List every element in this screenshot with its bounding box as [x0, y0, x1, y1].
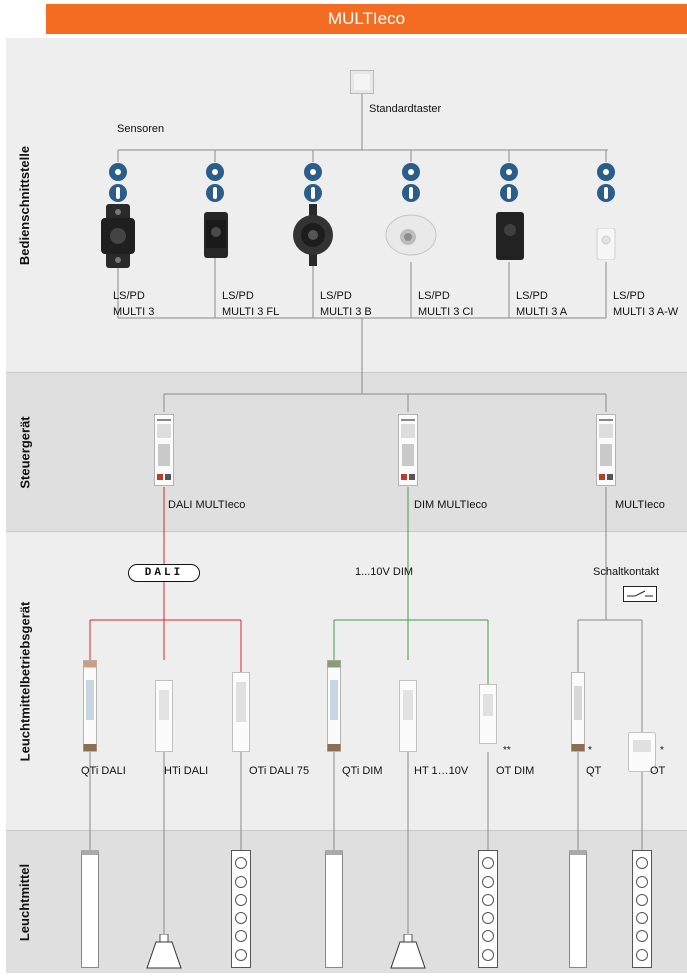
driver-label: OT	[650, 765, 666, 777]
driver-label: OTi DALI 75	[249, 765, 310, 777]
tube-lamp-icon	[325, 850, 343, 968]
driver-label: HT 1…10V	[414, 765, 469, 777]
reflector-lamp-icon	[146, 934, 182, 969]
controller-multieco-icon	[596, 414, 616, 486]
led-module-icon	[632, 850, 652, 968]
sensors-label: Sensoren	[117, 123, 165, 135]
light-motion-icon	[109, 163, 127, 202]
driver-label: QT	[586, 765, 602, 777]
light-motion-icon	[500, 163, 518, 202]
controller-dim-icon	[398, 414, 418, 486]
driver-ot-icon	[628, 732, 656, 772]
sensor-multi3-a-w-icon	[596, 228, 616, 260]
reflector-lamp-icon	[390, 934, 426, 969]
tube-lamp-icon	[81, 850, 99, 968]
driver-label: QTi DALI	[81, 765, 126, 777]
driver-mark: *	[660, 745, 664, 756]
controller-label: DALI MULTIeco	[168, 499, 246, 511]
driver-label: OT DIM	[496, 765, 535, 777]
page-title: MULTIeco	[46, 4, 687, 34]
driver-ot-dim-icon	[479, 684, 497, 744]
sensor-multi3-icon	[101, 204, 135, 268]
driver-label: QTi DIM	[342, 765, 383, 777]
dali-logo: DALI	[128, 564, 200, 582]
band-controller: Steuergerät	[6, 373, 687, 532]
light-motion-icon	[402, 163, 420, 202]
led-module-icon	[231, 850, 251, 968]
standard-button-label: Standardtaster	[369, 103, 442, 115]
driver-qt-icon	[571, 672, 585, 752]
driver-ht-dim-icon	[399, 680, 417, 752]
light-motion-icon	[304, 163, 322, 202]
sensor-multi3-fl-icon	[204, 212, 228, 258]
light-motion-icon	[597, 163, 615, 202]
driver-hti-dali-icon	[155, 680, 173, 752]
led-module-icon	[478, 850, 498, 968]
driver-mark: **	[503, 745, 511, 756]
light-motion-icon	[206, 163, 224, 202]
dim-signal-label: 1...10V DIM	[355, 566, 414, 578]
sensor-multi3-a-icon	[496, 212, 524, 260]
controller-dali-icon	[154, 414, 174, 486]
controller-label: DIM MULTIeco	[414, 499, 488, 511]
controller-label: MULTIeco	[615, 499, 665, 511]
standard-button-icon	[350, 70, 374, 94]
tube-lamp-icon	[569, 850, 587, 968]
sensor-multi3-ci-icon	[385, 214, 437, 256]
driver-oti-dali-icon	[232, 672, 250, 752]
driver-mark: *	[588, 745, 592, 756]
driver-qti-dim-icon	[327, 660, 341, 752]
switch-contact-label: Schaltkontakt	[593, 566, 660, 578]
switch-contact-icon	[623, 586, 657, 602]
driver-qti-dali-icon	[83, 660, 97, 752]
sensor-multi3-b-icon	[293, 204, 333, 266]
driver-label: HTi DALI	[164, 765, 209, 777]
